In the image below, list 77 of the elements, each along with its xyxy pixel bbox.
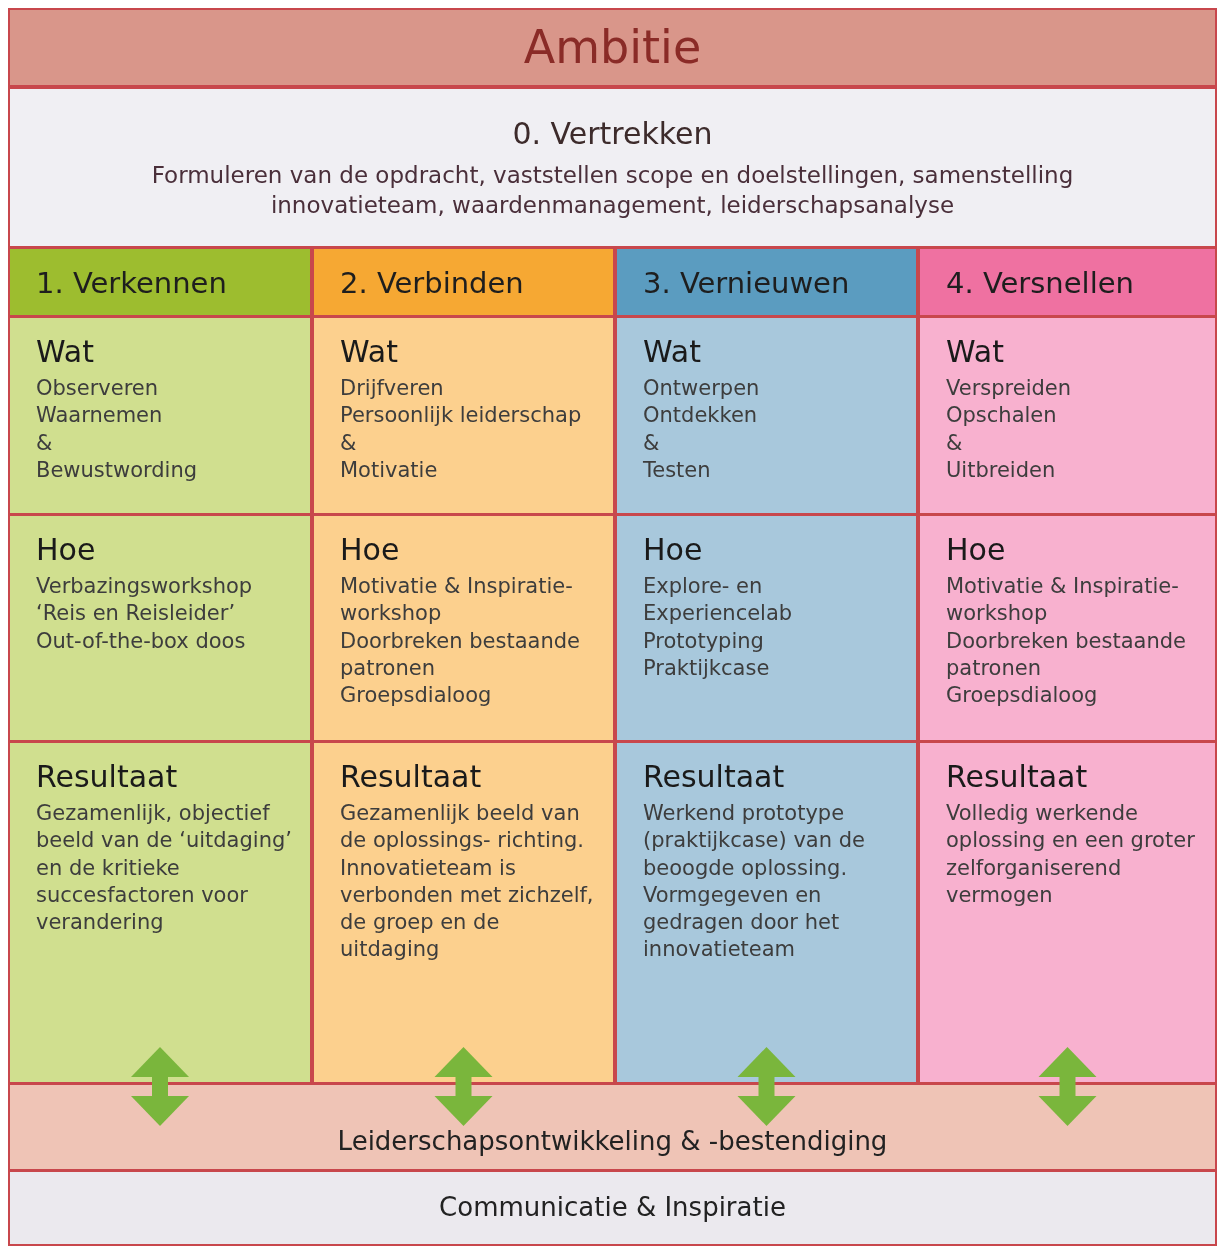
cell-heading: Resultaat [340, 758, 482, 796]
title-banner [8, 8, 1217, 87]
item-text: & [946, 429, 963, 457]
double-arrow [131, 1047, 189, 1126]
phase-header [312, 247, 615, 317]
paragraph-text: Gezamenlijk beeld van de oplossings- richting. Innovatieteam is verbonden met zichzelf, de groep en de uitdaging [340, 800, 595, 964]
cell-heading: Resultaat [36, 758, 178, 796]
item-text: Motivatie & Inspiratie- workshop [340, 573, 574, 628]
item-text: ‘Reis en Reisleider’ [36, 600, 236, 628]
cell-heading: Resultaat [946, 758, 1088, 796]
phase-cell [615, 316, 918, 515]
item-text: Motivatie [340, 456, 438, 484]
description-text: Formuleren van de opdracht, vaststellen scope en doelstellingen, samenstelling innovatieteam, waardenmanagement, leiderschapsanalyse [150, 161, 1075, 220]
leadership-band [8, 1083, 1217, 1171]
paragraph-text: Gezamenlijk, objectief beeld van de ‘uitdaging’ en de kritieke succesfactoren voor verandering [36, 800, 293, 937]
phase-cell [312, 514, 615, 742]
item-text: Prototyping [643, 627, 764, 655]
double-arrow [737, 1047, 796, 1126]
phase-cell [312, 741, 615, 1084]
section-heading: 0. Vertrekken [512, 115, 713, 154]
item-text: Explore- en Experiencelab [643, 573, 794, 628]
item-text: Out-of-the-box doos [36, 627, 246, 655]
cell-heading: Wat [946, 333, 1004, 371]
paragraph-text: Volledig werkende oplossing en een groter zelforganiserend vermogen [946, 800, 1196, 909]
phase-title: 1. Verkennen [36, 265, 227, 302]
phase-header [615, 247, 918, 317]
item-text: Persoonlijk leiderschap [340, 402, 582, 430]
double-arrow [1038, 1047, 1097, 1126]
phase-title: 4. Versnellen [946, 265, 1134, 302]
phase-cell [8, 316, 312, 515]
phase-cell [8, 514, 312, 742]
phase-cell [312, 316, 615, 515]
phase-cell [8, 741, 312, 1084]
phase-cell [918, 316, 1217, 515]
item-text: Doorbreken bestaande patronen [946, 627, 1187, 682]
item-text: Observeren [36, 375, 159, 402]
footer-band [8, 1170, 1217, 1246]
phase-title: 3. Vernieuwen [643, 265, 850, 302]
phase-cell [615, 514, 918, 742]
item-text: & [643, 429, 660, 457]
item-text: & [340, 429, 357, 457]
item-text: Waarnemen [36, 402, 163, 430]
cell-heading: Wat [643, 333, 701, 371]
item-text: Drijfveren [340, 375, 444, 402]
item-text: Groepsdialoog [946, 682, 1098, 710]
cell-heading: Hoe [643, 531, 703, 569]
cell-heading: Wat [340, 333, 398, 371]
phase-cell [918, 514, 1217, 742]
phase-header [918, 247, 1217, 317]
item-text: Bewustwording [36, 456, 198, 484]
cell-heading: Hoe [946, 531, 1006, 569]
item-text: Groepsdialoog [340, 682, 492, 710]
item-text: Motivatie & Inspiratie- workshop [946, 573, 1180, 628]
phase-title: 2. Verbinden [340, 265, 524, 302]
title-text: Ambitie [523, 18, 702, 76]
item-text: Opschalen [946, 402, 1057, 430]
item-text: Verbazingsworkshop [36, 573, 253, 600]
item-text: Uitbreiden [946, 456, 1056, 484]
item-text: Verspreiden [946, 375, 1072, 402]
intro-panel [8, 87, 1217, 248]
cell-heading: Hoe [340, 531, 400, 569]
cell-heading: Resultaat [643, 758, 785, 796]
band-text: Leiderschapsontwikkeling & -bestendiging [337, 1125, 888, 1159]
band-text: Communicatie & Inspiratie [439, 1191, 786, 1225]
phase-cell [615, 741, 918, 1084]
item-text: Ontwerpen [643, 375, 760, 402]
item-text: Praktijkcase [643, 654, 770, 682]
double-arrow [434, 1047, 493, 1126]
cell-heading: Hoe [36, 531, 96, 569]
paragraph-text: Werkend prototype (praktijkcase) van de beoogde oplossing. Vormgegeven en gedragen door het innovatieteam [643, 800, 866, 964]
phase-header [8, 247, 312, 317]
item-text: Ontdekken [643, 402, 758, 430]
item-text: & [36, 429, 53, 457]
item-text: Testen [643, 456, 711, 484]
item-text: Doorbreken bestaande patronen [340, 627, 581, 682]
phase-cell [918, 741, 1217, 1084]
cell-heading: Wat [36, 333, 94, 371]
